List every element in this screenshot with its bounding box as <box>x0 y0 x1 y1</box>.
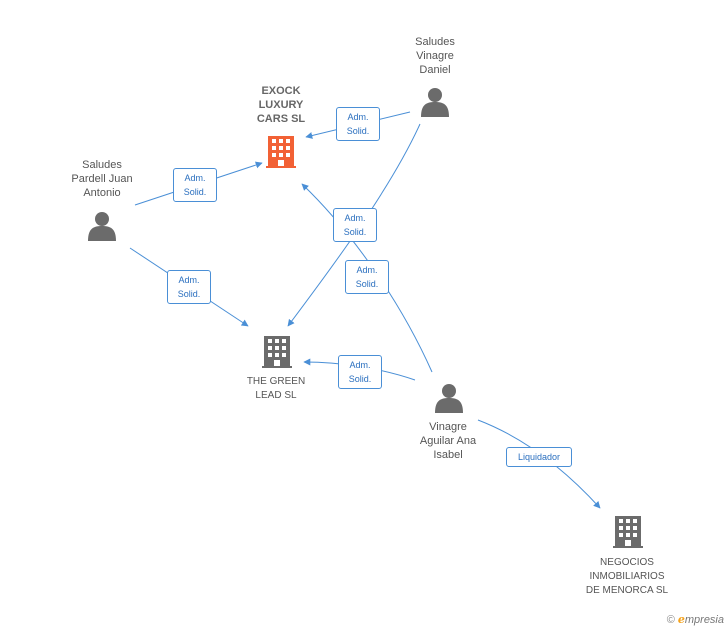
person-icon[interactable] <box>421 88 449 117</box>
brand-logo-initial: e <box>677 613 685 626</box>
edge-label-ana-green: Adm. Solid. <box>338 355 382 389</box>
person-icon[interactable] <box>88 212 116 241</box>
edge-label-pardell-green: Adm. Solid. <box>167 270 211 304</box>
copyright-symbol: © <box>666 614 675 626</box>
building-icon[interactable] <box>613 516 643 548</box>
person-pardell-label[interactable]: Saludes Pardell Juan Antonio <box>71 159 133 199</box>
brand-watermark: © empresia <box>667 613 724 626</box>
person-ana-label[interactable]: Vinagre Aguilar Ana Isabel <box>419 421 477 461</box>
building-icon[interactable] <box>262 336 292 368</box>
person-daniel-label[interactable]: Saludes Vinagre Daniel <box>415 36 455 76</box>
edge-label-daniel-exock: Adm. Solid. <box>336 107 380 141</box>
edge-label-pardell-exock: Adm. Solid. <box>173 168 217 202</box>
edge-label-ana-exock: Adm. Solid. <box>345 260 389 294</box>
brand-logo-name: mpresia <box>684 614 724 626</box>
company-negocios-label[interactable]: NEGOCIOS INMOBILIARIOS DE MENORCA SL <box>585 557 669 596</box>
building-icon[interactable] <box>266 136 296 168</box>
company-green-lead-label[interactable]: THE GREEN LEAD SL <box>246 376 306 401</box>
edge-label-daniel-green: Adm. Solid. <box>333 208 377 242</box>
person-icon[interactable] <box>435 384 463 413</box>
edge-label-ana-negocios: Liquidador <box>506 447 572 467</box>
company-exock-label[interactable]: EXOCK LUXURY CARS SL <box>256 85 306 125</box>
